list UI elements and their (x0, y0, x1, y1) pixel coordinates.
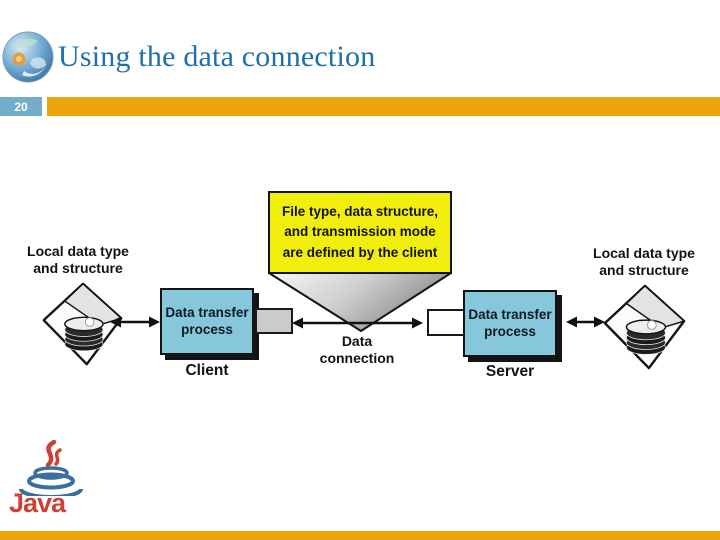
java-cup-icon (19, 440, 83, 496)
java-wordmark: Java (9, 488, 66, 518)
client-connector (255, 308, 293, 334)
server-process-box: Data transfer process (463, 290, 557, 357)
page-number-badge: 20 (0, 97, 42, 116)
left-storage-label: Local data type and structure (27, 243, 129, 277)
callout-note: File type, data structure, and transmiss… (268, 191, 452, 274)
database-icon (38, 280, 126, 368)
database-icon (600, 282, 688, 372)
server-connector (427, 309, 465, 336)
double-arrow-icon (292, 317, 423, 329)
client-label: Client (185, 362, 229, 379)
data-connection-label: Data connection (319, 333, 395, 367)
right-storage-label: Local data type and structure (593, 245, 695, 279)
accent-bar-bottom (0, 531, 720, 540)
server-label: Server (485, 363, 535, 380)
callout-pointer (268, 272, 452, 332)
client-process-box: Data transfer process (160, 288, 254, 355)
accent-bar-top (47, 97, 720, 116)
page-title: Using the data connection (58, 40, 376, 73)
globe-logo-icon (2, 31, 54, 83)
